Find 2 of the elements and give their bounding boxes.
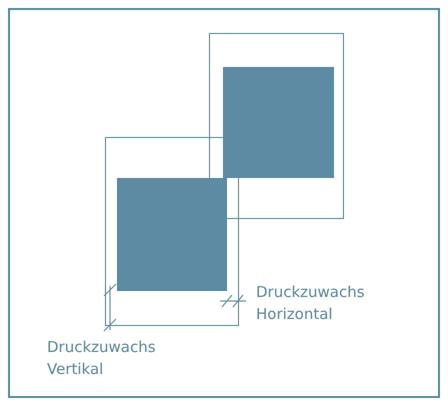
dimension-label: Druckzuwachs Horizontal: [256, 282, 366, 325]
dimension-label: Druckzuwachs Vertikal: [47, 337, 157, 380]
